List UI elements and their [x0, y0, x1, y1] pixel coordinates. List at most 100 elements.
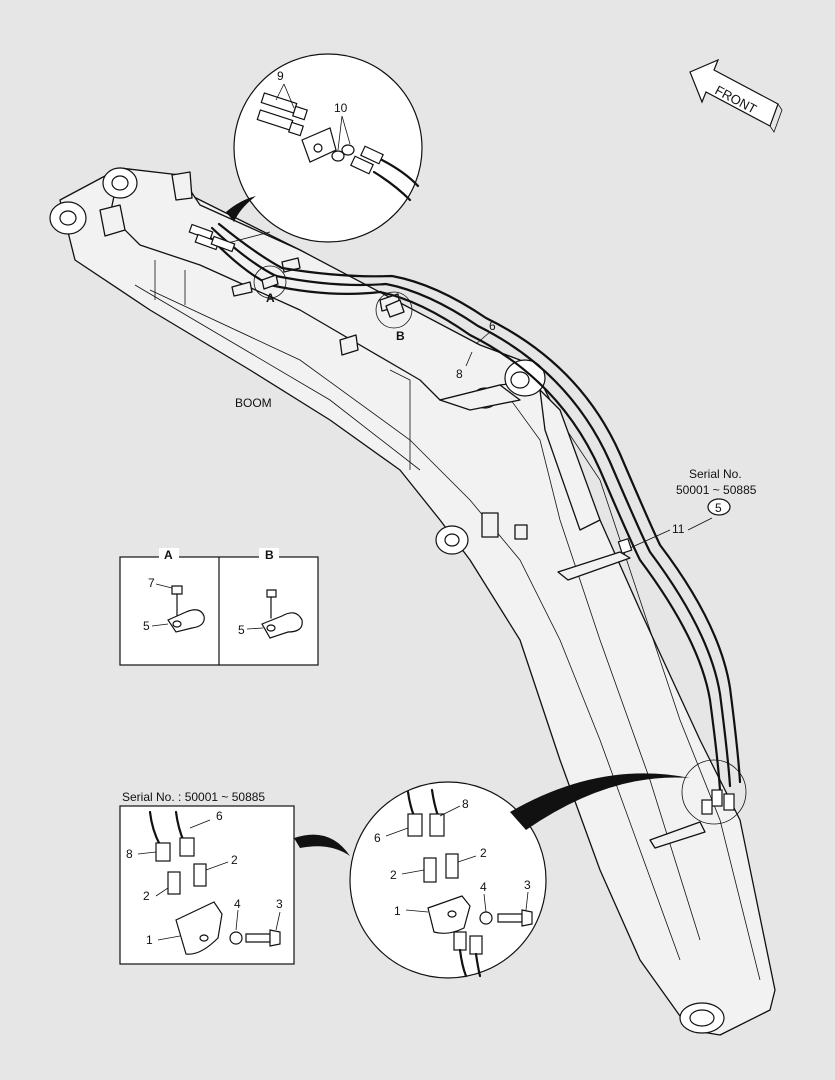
- hose-fitting: [407, 813, 423, 837]
- serial-range: 50001 ~ 50885: [676, 483, 757, 497]
- bottom-part-4: 4: [480, 880, 487, 894]
- leader-4: [235, 909, 239, 931]
- front-arrow-shadow: [769, 103, 783, 133]
- clamp-5-b-hole: [266, 624, 276, 632]
- boom-lug: [514, 524, 528, 540]
- clamp-5-b: [261, 612, 303, 639]
- clamp-a-small: [261, 274, 279, 290]
- leader-8: [465, 351, 473, 367]
- hose-line: [217, 222, 742, 784]
- washer: [341, 144, 355, 156]
- boom-callouts: 6 8: [456, 319, 496, 381]
- adapter-2: [445, 853, 459, 879]
- leader-5-a: [151, 623, 169, 627]
- boom-edge-line: [149, 289, 681, 961]
- leader-2: [457, 855, 477, 863]
- bracket-hole: [199, 934, 209, 942]
- bolt-b: [266, 589, 277, 598]
- serial-part-1: 1: [146, 933, 153, 947]
- bolt-3: [245, 933, 271, 943]
- boom-tip-hole: [689, 1009, 715, 1027]
- serial-ref: 5: [715, 501, 722, 515]
- cylinder-bracket-plate: [539, 389, 601, 531]
- detail-b-circle: [375, 291, 413, 329]
- callout-b-label: B: [396, 329, 405, 343]
- foot-bracket: [171, 171, 193, 201]
- leader-11: [629, 529, 671, 549]
- detail-a-title-bg: [159, 548, 179, 562]
- leader-6: [189, 819, 211, 829]
- leader-5-b: [246, 627, 264, 630]
- bolt-3-head: [269, 929, 281, 947]
- leader-7: [155, 583, 173, 589]
- leader-6: [475, 331, 491, 345]
- hydraulic-hoses: [203, 222, 742, 792]
- leader-3: [525, 891, 529, 911]
- hose-line: [210, 226, 732, 788]
- lower-fitting: [469, 935, 483, 955]
- hose: [458, 948, 468, 978]
- part-8-label: 8: [456, 367, 463, 381]
- leader-2: [205, 861, 229, 871]
- boom-edge-line: [559, 419, 761, 981]
- bottom-part-8: 8: [462, 797, 469, 811]
- connection-circle: [681, 759, 747, 825]
- leader-1: [405, 909, 429, 913]
- washer: [331, 150, 345, 162]
- boom-panel-line: [389, 369, 411, 470]
- bottom-part-2a: 2: [480, 846, 487, 860]
- serial-part-6: 6: [216, 809, 223, 823]
- detail-leader: [226, 196, 256, 222]
- clamp-b-small: [385, 299, 405, 318]
- detail-ab-box: A B 7 5 5: [119, 548, 319, 666]
- serial-part-2a: 2: [231, 853, 238, 867]
- hose-detail: [372, 170, 412, 202]
- leader-9: [275, 83, 285, 101]
- serial-part-8: 8: [126, 847, 133, 861]
- bolt-3: [497, 913, 523, 923]
- detail-b-part-5: 5: [238, 623, 245, 637]
- hose-detail: [380, 158, 420, 188]
- hose-bracket-plate: [649, 821, 706, 849]
- hose-end: [360, 145, 384, 165]
- hose-fitting: [155, 842, 171, 862]
- leader-10: [337, 115, 343, 151]
- bottom-detail-view: 8 6 2 2 4 3 1: [349, 773, 690, 979]
- hose-fitting: [179, 837, 195, 857]
- cylinder-pin-hole: [510, 371, 530, 389]
- part-9-label: 9: [277, 69, 284, 83]
- bottom-part-6: 6: [374, 831, 381, 845]
- boom-connection-circle: [681, 759, 747, 825]
- foot-pin-hole: [111, 175, 129, 191]
- leader-9: [283, 83, 295, 109]
- detail-a-part-5: 5: [143, 619, 150, 633]
- serial-ref-oval: [707, 498, 731, 516]
- leader-2: [155, 887, 169, 897]
- leader-2: [401, 869, 425, 875]
- detail-a-circle: [253, 265, 287, 299]
- callout-marks: A B: [253, 265, 413, 343]
- cylinder-bracket: [439, 384, 521, 411]
- fitting: [723, 793, 735, 811]
- adapter-2: [167, 871, 181, 895]
- bolt-7: [171, 585, 183, 595]
- mounting-block: [339, 334, 359, 356]
- fitting: [711, 789, 723, 807]
- serial-header: Serial No.: [689, 467, 742, 481]
- serial-callout: Serial No. 50001 ~ 50885 5 11: [617, 467, 757, 555]
- bracket-hole: [447, 910, 457, 918]
- bolt-3-head: [521, 909, 533, 927]
- boom-lower-hole: [444, 533, 460, 547]
- bottom-part-2b: 2: [390, 868, 397, 882]
- front-arrow: FRONT: [689, 58, 783, 133]
- hose-bracket-plate: [557, 551, 631, 581]
- part-10-label: 10: [334, 101, 348, 115]
- clamp-5-a-hole: [172, 620, 182, 628]
- fitting-nut: [291, 105, 309, 121]
- adapter-2: [423, 857, 437, 883]
- detail-leader: [294, 834, 350, 856]
- leader-6: [385, 827, 409, 837]
- part-6-label: 6: [489, 319, 496, 333]
- block-hole: [313, 143, 323, 153]
- leader-10: [341, 115, 351, 145]
